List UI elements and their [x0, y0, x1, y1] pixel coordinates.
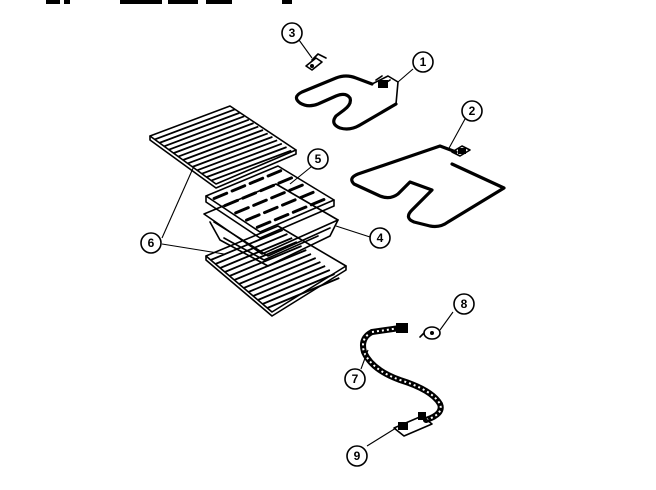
- rack-bar: [206, 146, 287, 178]
- svg-text:3: 3: [289, 26, 296, 40]
- rack-bar: [168, 118, 250, 151]
- rack-bar: [173, 122, 254, 154]
- rack-bar: [262, 273, 335, 305]
- insert-slot: [252, 198, 268, 207]
- svg-text:9: 9: [354, 449, 361, 463]
- insert-slot: [266, 169, 283, 178]
- callout-8: 8: [453, 293, 475, 315]
- cropped-header-marks: [46, 0, 292, 4]
- insert-slot: [277, 176, 293, 185]
- broil-pan-insert: [205, 165, 335, 239]
- svg-text:6: 6: [148, 236, 155, 250]
- callout-9: 9: [346, 445, 368, 467]
- rack-bar: [192, 136, 273, 168]
- svg-text:8: 8: [461, 297, 468, 311]
- element-clip: [305, 53, 327, 71]
- rack-bar: [252, 265, 326, 297]
- rack-bar: [163, 115, 245, 148]
- rack-bar: [159, 112, 240, 144]
- rack-bar: [224, 241, 298, 273]
- insert-slot: [248, 176, 265, 185]
- oven-rack-lower: [205, 225, 347, 317]
- insert-slot: [263, 205, 279, 215]
- broil-element: [294, 74, 399, 131]
- insert-slot: [309, 198, 326, 207]
- rack-bar: [187, 132, 269, 165]
- insert-slot: [270, 191, 286, 200]
- callout-1: 1: [412, 51, 434, 73]
- rack-bar: [201, 142, 283, 175]
- rack-bar: [243, 257, 317, 289]
- rack-bar: [154, 108, 236, 141]
- rack-bar: [257, 269, 331, 301]
- svg-text:2: 2: [469, 104, 476, 118]
- wire-harness: [360, 323, 444, 423]
- insert-slot: [291, 205, 308, 214]
- callout-7: 7: [344, 368, 366, 390]
- rack-bar: [196, 139, 278, 172]
- harness-connector: [419, 326, 441, 340]
- callout-5: 5: [307, 148, 329, 170]
- rack-bar: [177, 125, 259, 158]
- callout-4: 4: [369, 227, 391, 249]
- svg-text:1: 1: [420, 55, 427, 69]
- harness-terminal: [393, 412, 433, 437]
- insert-slot: [299, 190, 315, 200]
- rack-bar: [266, 277, 340, 309]
- rack-bar: [215, 233, 288, 265]
- rack-bar: [233, 249, 307, 281]
- insert-slot: [245, 213, 261, 222]
- rack-bar: [248, 261, 321, 293]
- rack-bar: [210, 229, 284, 261]
- oven-rack-upper: [149, 105, 297, 189]
- rack-bar: [210, 149, 292, 182]
- bake-element: [350, 144, 506, 229]
- rack-bar: [238, 253, 312, 285]
- svg-text:4: 4: [377, 231, 384, 245]
- rack-bar: [182, 129, 264, 161]
- svg-text:5: 5: [315, 152, 322, 166]
- insert-slot: [273, 213, 290, 222]
- insert-slot: [281, 198, 297, 207]
- insert-slot: [230, 184, 247, 193]
- insert-slot: [255, 220, 272, 229]
- callout-2: 2: [461, 100, 483, 122]
- insert-slot: [212, 191, 229, 200]
- leader-lines: [161, 39, 466, 447]
- rack-bar: [229, 245, 302, 277]
- callout-6: 6: [140, 232, 162, 254]
- callout-3: 3: [281, 22, 303, 44]
- rack-bar: [219, 237, 293, 269]
- insert-slot: [288, 183, 304, 192]
- insert-slot: [234, 206, 250, 215]
- svg-text:7: 7: [352, 372, 359, 386]
